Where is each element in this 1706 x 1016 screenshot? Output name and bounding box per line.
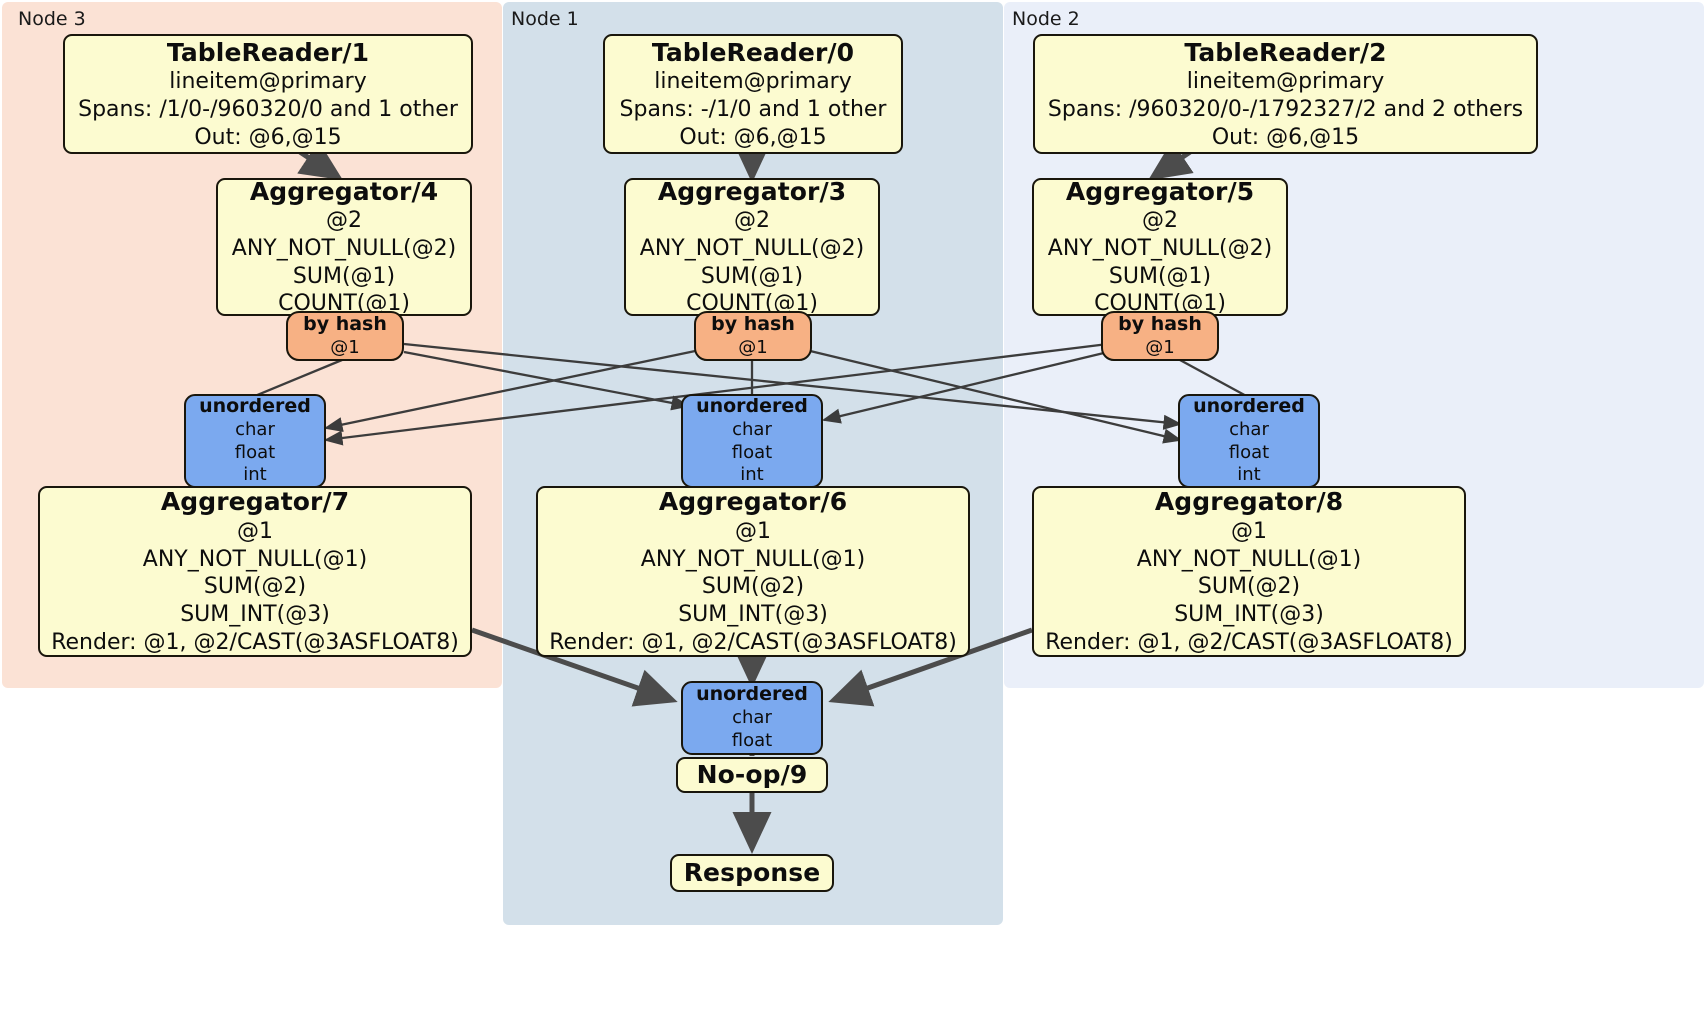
node-label-node2: Node 2 xyxy=(1012,8,1080,30)
synchronizer-unordered-final[interactable]: unordered char float xyxy=(681,681,823,755)
router-detail: @1 xyxy=(330,336,360,358)
processor-aggregator-4[interactable]: Aggregator/4 @2 ANY_NOT_NULL(@2) SUM(@1)… xyxy=(216,176,472,316)
processor-title: Aggregator/7 xyxy=(160,487,350,517)
processor-line: ANY_NOT_NULL(@1) xyxy=(142,546,368,572)
router-title: by hash xyxy=(1118,312,1202,335)
processor-aggregator-8[interactable]: Aggregator/8 @1 ANY_NOT_NULL(@1) SUM(@2)… xyxy=(1032,486,1466,657)
synchronizer-type: char xyxy=(732,418,772,440)
processor-line: Spans: /960320/0-/1792327/2 and 2 others xyxy=(1047,96,1524,122)
processor-line: Render: @1, @2/CAST(@3ASFLOAT8) xyxy=(51,629,459,655)
processor-title: TableReader/1 xyxy=(166,37,370,67)
processor-line: Render: @1, @2/CAST(@3ASFLOAT8) xyxy=(1045,629,1453,655)
node-label-node3: Node 3 xyxy=(18,8,86,30)
router-by-hash-right[interactable]: by hash @1 xyxy=(1101,311,1219,361)
processor-aggregator-3[interactable]: Aggregator/3 @2 ANY_NOT_NULL(@2) SUM(@1)… xyxy=(624,176,880,316)
synchronizer-type: float xyxy=(234,441,276,463)
processor-title: Aggregator/4 xyxy=(249,176,439,206)
processor-line: Out: @6,@15 xyxy=(194,124,342,150)
processor-line: SUM(@2) xyxy=(203,574,307,600)
processor-line: Out: @6,@15 xyxy=(1211,124,1360,150)
processor-table-reader-0[interactable]: TableReader/0 lineitem@primary Spans: -/… xyxy=(603,34,903,154)
processor-aggregator-7[interactable]: Aggregator/7 @1 ANY_NOT_NULL(@1) SUM(@2)… xyxy=(38,486,472,657)
processor-line: Spans: /1/0-/960320/0 and 1 other xyxy=(78,96,458,122)
processor-line: SUM_INT(@3) xyxy=(1174,602,1324,628)
synchronizer-unordered-center[interactable]: unordered char float int xyxy=(681,394,823,488)
router-by-hash-center[interactable]: by hash @1 xyxy=(694,311,812,361)
processor-line: @1 xyxy=(1231,518,1267,544)
processor-line: SUM(@1) xyxy=(1108,263,1212,289)
processor-line: @2 xyxy=(734,208,770,234)
processor-title: Response xyxy=(683,858,821,888)
processor-line: ANY_NOT_NULL(@2) xyxy=(1047,236,1273,262)
synchronizer-title: unordered xyxy=(199,395,311,418)
synchronizer-type: int xyxy=(243,464,267,486)
processor-title: No-op/9 xyxy=(696,760,808,790)
synchronizer-title: unordered xyxy=(1193,395,1305,418)
processor-line: ANY_NOT_NULL(@1) xyxy=(1136,546,1362,572)
router-title: by hash xyxy=(303,312,387,335)
router-by-hash-left[interactable]: by hash @1 xyxy=(286,311,404,361)
synchronizer-type: int xyxy=(1237,464,1261,486)
synchronizer-type: int xyxy=(740,464,764,486)
node-label-node1: Node 1 xyxy=(511,8,579,30)
processor-title: Aggregator/3 xyxy=(657,176,847,206)
processor-line: Spans: -/1/0 and 1 other xyxy=(619,96,887,122)
processor-line: SUM(@1) xyxy=(292,263,396,289)
router-title: by hash xyxy=(711,312,795,335)
synchronizer-type: char xyxy=(235,418,275,440)
synchronizer-type: float xyxy=(731,729,773,751)
processor-line: @2 xyxy=(326,208,362,234)
processor-table-reader-1[interactable]: TableReader/1 lineitem@primary Spans: /1… xyxy=(63,34,473,154)
processor-line: ANY_NOT_NULL(@1) xyxy=(640,546,866,572)
processor-title: Aggregator/6 xyxy=(658,487,848,517)
processor-line: Out: @6,@15 xyxy=(679,124,827,150)
processor-line: @1 xyxy=(735,518,771,544)
processor-title: Aggregator/5 xyxy=(1065,176,1255,206)
synchronizer-unordered-left[interactable]: unordered char float int xyxy=(184,394,326,488)
processor-line: SUM_INT(@3) xyxy=(678,602,828,628)
synchronizer-title: unordered xyxy=(696,395,808,418)
synchronizer-type: char xyxy=(1229,418,1269,440)
processor-noop-9[interactable]: No-op/9 xyxy=(676,757,828,793)
processor-title: TableReader/0 xyxy=(651,37,855,67)
processor-line: SUM(@2) xyxy=(701,574,805,600)
processor-title: Aggregator/8 xyxy=(1154,487,1344,517)
processor-line: SUM(@2) xyxy=(1197,574,1301,600)
processor-line: @2 xyxy=(1142,208,1178,234)
processor-table-reader-2[interactable]: TableReader/2 lineitem@primary Spans: /9… xyxy=(1033,34,1538,154)
processor-aggregator-6[interactable]: Aggregator/6 @1 ANY_NOT_NULL(@1) SUM(@2)… xyxy=(536,486,970,657)
processor-line: ANY_NOT_NULL(@2) xyxy=(231,236,457,262)
synchronizer-type: char xyxy=(732,707,772,729)
processor-title: TableReader/2 xyxy=(1184,37,1387,67)
processor-response[interactable]: Response xyxy=(670,854,834,892)
router-detail: @1 xyxy=(738,336,768,358)
processor-aggregator-5[interactable]: Aggregator/5 @2 ANY_NOT_NULL(@2) SUM(@1)… xyxy=(1032,176,1288,316)
processor-line: Render: @1, @2/CAST(@3ASFLOAT8) xyxy=(549,629,957,655)
processor-line: lineitem@primary xyxy=(654,69,852,95)
processor-line: lineitem@primary xyxy=(1186,69,1385,95)
synchronizer-type: float xyxy=(1228,441,1270,463)
synchronizer-title: unordered xyxy=(696,683,808,706)
synchronizer-type: float xyxy=(731,441,773,463)
processor-line: SUM(@1) xyxy=(700,263,804,289)
processor-line: lineitem@primary xyxy=(169,69,367,95)
router-detail: @1 xyxy=(1145,336,1175,358)
processor-line: ANY_NOT_NULL(@2) xyxy=(639,236,865,262)
processor-line: @1 xyxy=(237,518,273,544)
synchronizer-unordered-right[interactable]: unordered char float int xyxy=(1178,394,1320,488)
processor-line: SUM_INT(@3) xyxy=(180,602,330,628)
